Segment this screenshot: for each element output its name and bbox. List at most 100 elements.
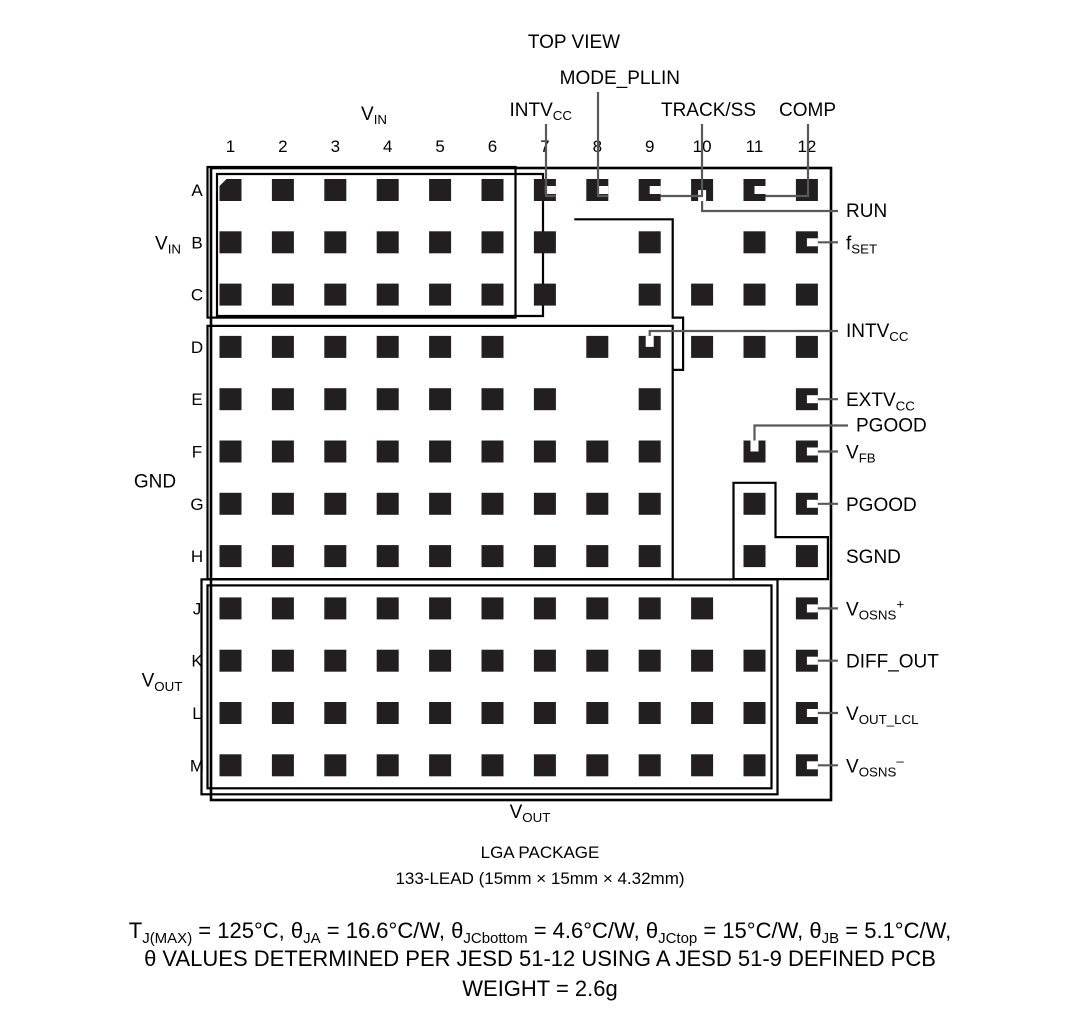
- pad-K4: [376, 649, 399, 672]
- top-label-intvcc-top: INTVCC: [510, 100, 573, 123]
- pad-J9: [638, 597, 661, 620]
- notch-a9: [649, 186, 661, 194]
- notch-f12: [806, 447, 818, 456]
- package-outline: [209, 166, 833, 802]
- pad-H1: [219, 545, 242, 568]
- pad-D8: [586, 335, 609, 358]
- column-header-11: 11: [746, 137, 764, 156]
- pad-F5: [429, 440, 452, 463]
- pad-K6: [481, 649, 504, 672]
- pad-D6: [481, 335, 504, 358]
- pad-C9: [638, 283, 661, 306]
- caption-weight-line: WEIGHT = 2.6g: [462, 976, 617, 1001]
- vin-region-outline: [206, 165, 517, 319]
- pad-J2: [271, 597, 294, 620]
- pad-E7: [533, 388, 556, 411]
- pad-F3: [324, 440, 347, 463]
- sgnd-region-outline: [732, 481, 829, 581]
- leader-intvcc-top: [544, 124, 556, 198]
- pad-K11: [743, 649, 766, 672]
- pad-M6: [481, 754, 504, 777]
- pad-H2: [271, 545, 294, 568]
- inner-step-outline: [574, 218, 685, 371]
- notch-a11: [754, 186, 766, 194]
- pad-K8: [586, 649, 609, 672]
- pad-B1: [219, 231, 242, 254]
- right-label-intvcc: INTVCC: [846, 321, 909, 344]
- row-header-B: B: [191, 233, 202, 252]
- pad-C5: [429, 283, 452, 306]
- pad-M3: [324, 754, 347, 777]
- pad-G5: [429, 492, 452, 515]
- right-label-vosns-minus: VOSNS–: [846, 754, 904, 780]
- pad-M4: [376, 754, 399, 777]
- row-header-F: F: [192, 443, 202, 462]
- row-header-E: E: [191, 390, 202, 409]
- pad-grid: [219, 179, 818, 777]
- pad-C11: [743, 283, 766, 306]
- column-header-4: 4: [383, 137, 392, 156]
- notch-l12: [806, 709, 818, 717]
- top-label-mode-pllin: MODE_PLLIN: [560, 68, 680, 89]
- pad-K10: [691, 649, 714, 672]
- leader-mode-pllin: [596, 92, 609, 198]
- pad-B4: [376, 231, 399, 254]
- pad-G7: [533, 492, 556, 515]
- pad-F7: [533, 440, 556, 463]
- pad-C1: [219, 283, 242, 306]
- pad-B6: [481, 231, 504, 254]
- pad-B11: [743, 231, 766, 254]
- pad-M8: [586, 754, 609, 777]
- pad-F9: [638, 440, 661, 463]
- pad-F6: [481, 440, 504, 463]
- pad-E1: [219, 388, 242, 411]
- column-header-1: 1: [226, 137, 235, 156]
- pad-C4: [376, 283, 399, 306]
- pad-J3: [324, 597, 347, 620]
- pad-D10: [691, 335, 714, 358]
- caption-package-line1: LGA PACKAGE: [481, 843, 600, 862]
- pad-C6: [481, 283, 504, 306]
- pad-G8: [586, 492, 609, 515]
- pad-F4: [376, 440, 399, 463]
- pad-B2: [271, 231, 294, 254]
- leader-pgood-upper: [753, 424, 848, 441]
- leader-run: [701, 201, 838, 213]
- region-label-vin-left: VIN: [155, 233, 181, 256]
- pad-D1: [219, 335, 242, 358]
- notch-g12: [806, 499, 818, 508]
- pad-K9: [638, 649, 661, 672]
- right-label-pgood-upper: PGOOD: [856, 416, 927, 437]
- pad-L11: [743, 702, 766, 724]
- pad-M1: [219, 754, 242, 777]
- leader-track-ss: [660, 124, 704, 198]
- pad-G4: [376, 492, 399, 515]
- pad-L5: [429, 702, 452, 724]
- pad-M10: [691, 754, 714, 777]
- pad-H12: [795, 545, 818, 568]
- pad-E9: [638, 388, 661, 411]
- notch-m12: [806, 761, 818, 770]
- pad-D3: [324, 335, 347, 358]
- top-view-title: TOP VIEW: [528, 32, 620, 53]
- pad-D5: [429, 335, 452, 358]
- pad-H8: [586, 545, 609, 568]
- pad-L4: [376, 702, 399, 724]
- column-header-6: 6: [488, 137, 497, 156]
- pad-K2: [271, 649, 294, 672]
- pad-L6: [481, 702, 504, 724]
- row-header-A: A: [191, 181, 203, 200]
- notch-d9: [645, 335, 654, 347]
- region-label-gnd-left: GND: [134, 472, 176, 493]
- column-header-5: 5: [435, 137, 444, 156]
- pad-D4: [376, 335, 399, 358]
- pad-M5: [429, 754, 452, 777]
- pad-J7: [533, 597, 556, 620]
- pad-K7: [533, 649, 556, 672]
- pad-C12: [795, 283, 818, 306]
- pad-J5: [429, 597, 452, 620]
- pad-E5: [429, 388, 452, 411]
- caption-package-line2: 133-LEAD (15mm × 15mm × 4.32mm): [395, 869, 684, 888]
